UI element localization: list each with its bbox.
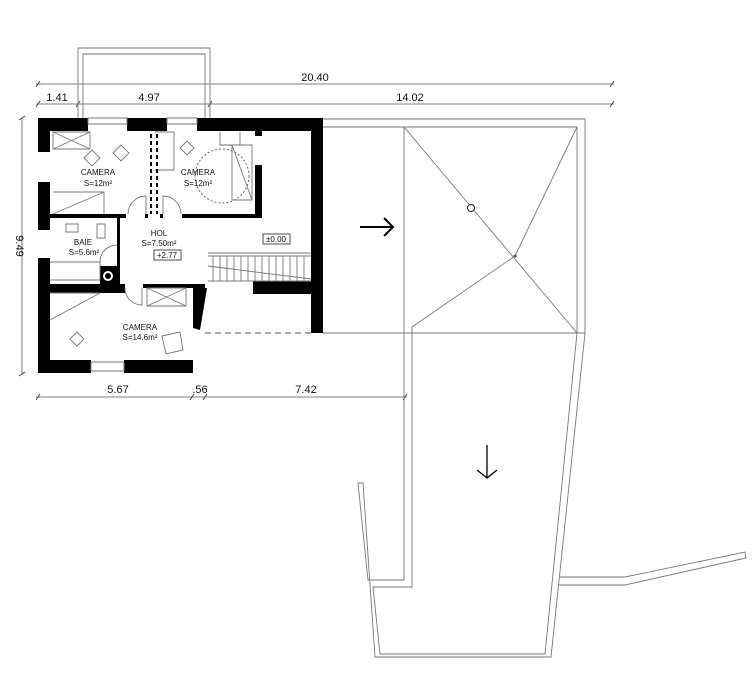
svg-text:CAMERA: CAMERA — [123, 323, 158, 332]
dim-top-right: 14.02 — [396, 92, 424, 104]
dim-top-left: 1.41 — [46, 92, 67, 104]
dim-top-balcony: 4.97 — [138, 92, 159, 104]
room-label-camera-2: CAMERA S=12m² — [181, 168, 216, 188]
svg-text:S=14.6m²: S=14.6m² — [123, 333, 158, 342]
terrace-outline — [357, 327, 747, 658]
balcony — [77, 47, 211, 118]
dim-bottom-right: 7.42 — [295, 384, 316, 396]
dim-bottom-left: 5.67 — [107, 384, 128, 396]
roof-outline — [323, 118, 586, 334]
svg-text:±0.00: ±0.00 — [266, 235, 287, 244]
room-label-camera-3: CAMERA S=14.6m² — [123, 323, 158, 342]
arrow-right-icon — [360, 217, 395, 237]
room-label-baie: BAIE S=5.6m² — [69, 238, 100, 257]
level-mark-ground: ±0.00 — [262, 233, 291, 245]
svg-text:CAMERA: CAMERA — [181, 168, 216, 177]
svg-text:S=5.6m²: S=5.6m² — [69, 248, 100, 257]
svg-text:S=12m²: S=12m² — [84, 179, 113, 188]
interior-details — [49, 117, 312, 372]
svg-text:CAMERA: CAMERA — [81, 168, 116, 177]
room-label-camera-1: CAMERA S=12m² — [81, 168, 116, 188]
room-label-hol: HOL S=7.50m² — [142, 229, 177, 248]
svg-text:HOL: HOL — [151, 229, 168, 238]
dim-bottom-mid: .56 — [192, 384, 207, 396]
svg-text:+2.77: +2.77 — [157, 251, 178, 260]
level-mark-hol: +2.77 — [153, 249, 182, 261]
svg-text:BAIE: BAIE — [74, 238, 92, 247]
arrow-down-icon — [476, 445, 498, 479]
dim-overall-width: 20.40 — [301, 72, 329, 84]
svg-text:S=12m²: S=12m² — [184, 179, 213, 188]
walls — [38, 118, 323, 373]
dim-left-height: 9.49 — [13, 235, 25, 256]
dimension-lines — [18, 80, 615, 401]
svg-text:S=7.50m²: S=7.50m² — [142, 239, 177, 248]
